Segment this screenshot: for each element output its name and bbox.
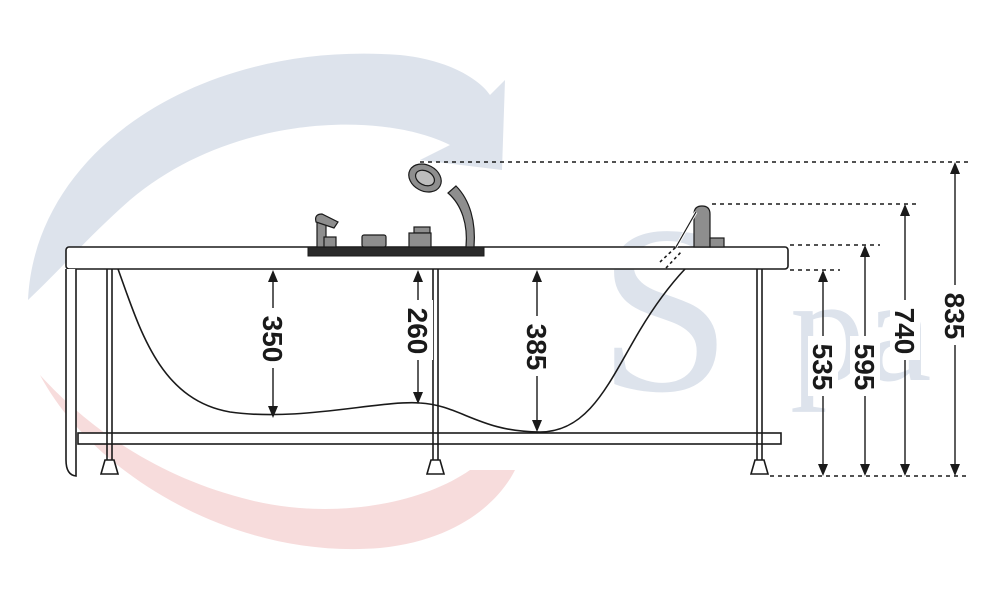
deck-plate xyxy=(307,246,485,257)
control-knob-icon xyxy=(361,234,387,248)
dimension-labels: 350 260 385 535 595 740 835 xyxy=(257,285,970,396)
diverter-icon xyxy=(408,226,432,248)
bath-spout-icon xyxy=(674,205,725,248)
label-height-shower: 835 xyxy=(939,293,970,340)
mixer-handle-icon xyxy=(315,213,339,248)
foot-left xyxy=(99,459,120,475)
overflow-dashed xyxy=(659,246,677,263)
basin-profile xyxy=(117,268,686,433)
tub-apron-left xyxy=(65,269,77,477)
arrowheads xyxy=(268,162,960,476)
watermark-red-swoosh xyxy=(40,375,515,550)
label-depth-left: 350 xyxy=(257,316,288,363)
label-height-spout: 740 xyxy=(889,308,920,355)
label-height-rim-inner: 535 xyxy=(807,344,838,391)
foot-right xyxy=(749,459,770,475)
label-depth-deep: 385 xyxy=(521,324,552,371)
label-depth-middle: 260 xyxy=(402,308,433,355)
watermark-logo: S pa xyxy=(28,53,932,550)
watermark-blue-swoosh xyxy=(28,53,505,300)
bathtub xyxy=(65,246,789,477)
faucet-set xyxy=(307,163,725,257)
watermark-letter-s: S xyxy=(598,176,731,442)
hand-shower-icon xyxy=(408,163,475,248)
foot-middle xyxy=(425,459,446,475)
label-height-rim-outer: 595 xyxy=(849,344,880,391)
support-frame-bar xyxy=(77,432,782,445)
